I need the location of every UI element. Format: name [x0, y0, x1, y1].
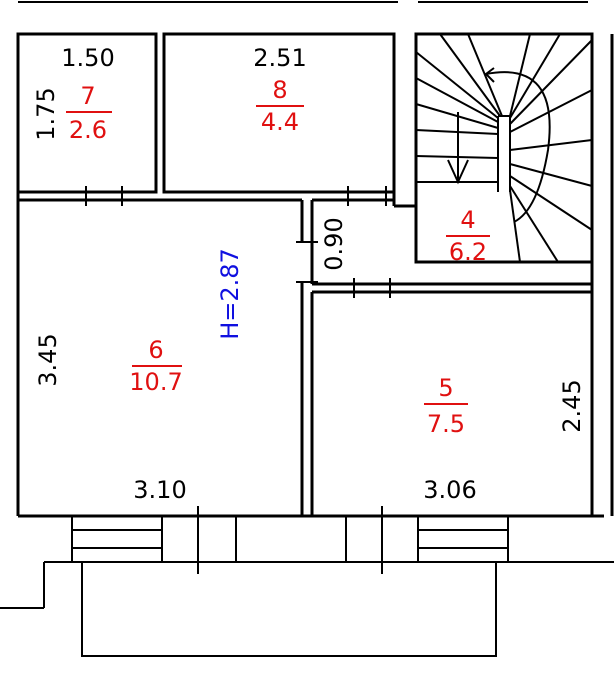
room7-depth: 1.75	[32, 87, 60, 140]
room8-number: 8	[272, 76, 287, 104]
staircase	[415, 33, 593, 263]
room7-number: 7	[80, 82, 95, 110]
room8-area: 4.4	[261, 108, 299, 136]
room5-area: 7.5	[427, 410, 465, 438]
room6-width: 3.10	[133, 476, 186, 504]
walls	[16, 32, 614, 518]
room4-number: 4	[460, 206, 475, 234]
room6-number: 6	[148, 336, 163, 364]
height-label: H=2.87	[216, 248, 244, 340]
room4-width: 0.90	[320, 217, 348, 270]
room5-depth: 2.45	[558, 379, 586, 432]
room5-number: 5	[438, 374, 453, 402]
room7-width: 1.50	[61, 44, 114, 72]
room6-depth: 3.45	[34, 333, 62, 386]
room8-width: 2.51	[253, 44, 306, 72]
room4-area: 6.2	[449, 238, 487, 266]
room5-width: 3.06	[423, 476, 476, 504]
room7-area: 2.6	[69, 116, 107, 144]
windows-and-balcony	[0, 506, 614, 657]
room6-area: 10.7	[129, 368, 182, 396]
door-marks	[85, 186, 391, 298]
